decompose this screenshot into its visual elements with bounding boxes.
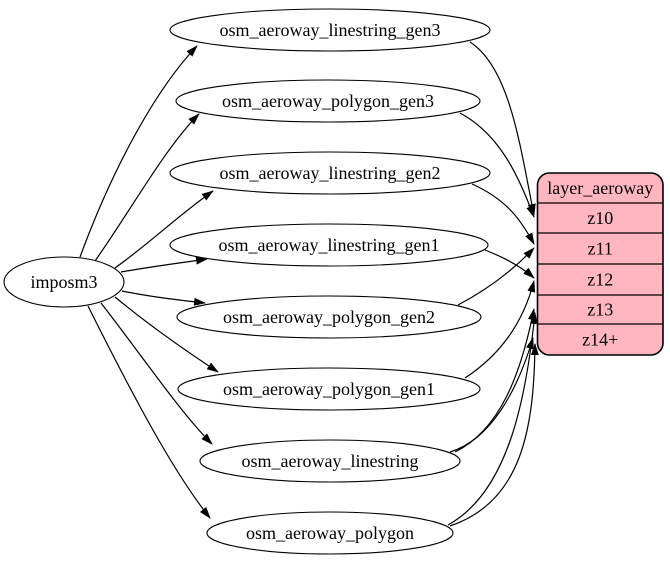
node-ellipse-osm_aeroway_linestring_gen1 <box>169 223 489 267</box>
node-label-osm_aeroway_polygon: osm_aeroway_polygon <box>246 523 414 543</box>
node-ellipse-osm_aeroway_polygon <box>206 511 454 555</box>
edge-osm_aeroway_polygon_gen2-to-layer_aeroway-z11 <box>457 247 535 306</box>
layer-row-z13: z13 <box>587 300 613 320</box>
source-node-imposm3: imposm3 <box>3 256 125 308</box>
edge-imposm3-to-osm_aeroway_linestring_gen2 <box>114 190 214 269</box>
edges-layer <box>79 41 539 527</box>
edge-imposm3-to-osm_aeroway_polygon <box>87 305 211 519</box>
table-node-osm_aeroway_polygon_gen1: osm_aeroway_polygon_gen1 <box>177 367 481 411</box>
edge-osm_aeroway_polygon_gen1-to-layer_aeroway-z12 <box>464 280 536 379</box>
node-ellipse-osm_aeroway_linestring_gen3 <box>169 8 491 52</box>
edge-imposm3-to-osm_aeroway_linestring <box>100 302 213 445</box>
nodes-layer: imposm3 osm_aeroway_linestring_gen3 osm_ae… <box>3 8 491 555</box>
node-ellipse-osm_aeroway_linestring <box>199 439 461 483</box>
node-label-osm_aeroway_polygon_gen1: osm_aeroway_polygon_gen1 <box>223 379 435 399</box>
table-node-osm_aeroway_linestring_gen2: osm_aeroway_linestring_gen2 <box>169 151 491 195</box>
node-ellipse-osm_aeroway_polygon_gen3 <box>175 79 481 123</box>
layer-row-z12: z12 <box>587 270 613 290</box>
node-ellipse-osm_aeroway_polygon_gen2 <box>176 295 482 339</box>
edge-imposm3-to-osm_aeroway_polygon_gen3 <box>94 113 200 262</box>
table-node-osm_aeroway_linestring: osm_aeroway_linestring <box>199 439 461 483</box>
edge-osm_aeroway_linestring_gen3-to-layer_aeroway-z10 <box>469 41 536 216</box>
node-label-imposm3: imposm3 <box>30 272 97 292</box>
layer-row-z14: z14+ <box>582 330 618 350</box>
node-label-osm_aeroway_polygon_gen3: osm_aeroway_polygon_gen3 <box>222 91 434 111</box>
node-label-osm_aeroway_linestring_gen1: osm_aeroway_linestring_gen1 <box>219 235 440 255</box>
table-node-osm_aeroway_polygon_gen2: osm_aeroway_polygon_gen2 <box>176 295 482 339</box>
node-label-osm_aeroway_linestring_gen2: osm_aeroway_linestring_gen2 <box>220 163 441 183</box>
edge-osm_aeroway_polygon-to-layer_aeroway-z14 <box>449 343 539 527</box>
node-label-osm_aeroway_linestring: osm_aeroway_linestring <box>242 451 419 471</box>
edge-imposm3-to-osm_aeroway_polygon_gen2 <box>121 290 206 306</box>
node-ellipse-osm_aeroway_linestring_gen2 <box>169 151 491 195</box>
table-node-osm_aeroway_linestring_gen3: osm_aeroway_linestring_gen3 <box>169 8 491 52</box>
node-label-osm_aeroway_polygon_gen2: osm_aeroway_polygon_gen2 <box>223 307 435 327</box>
edge-osm_aeroway_linestring_gen1-to-layer_aeroway-z12 <box>484 249 535 279</box>
edge-osm_aeroway_polygon_gen3-to-layer_aeroway-z10 <box>459 112 535 218</box>
edge-osm_aeroway_linestring-to-layer_aeroway-z14 <box>449 337 534 453</box>
table-node-osm_aeroway_polygon_gen3: osm_aeroway_polygon_gen3 <box>175 79 481 123</box>
node-label-osm_aeroway_linestring_gen3: osm_aeroway_linestring_gen3 <box>220 20 441 40</box>
layer-row-z11: z11 <box>588 239 613 259</box>
node-ellipse-imposm3 <box>3 256 125 308</box>
edge-osm_aeroway_polygon-to-layer_aeroway-z13 <box>447 312 538 526</box>
layer-node-title: layer_aeroway <box>547 178 653 198</box>
layer-record-node: layer_aeroway z10 z11 z12 z13 z14+ <box>536 172 664 356</box>
table-node-osm_aeroway_linestring_gen1: osm_aeroway_linestring_gen1 <box>169 223 489 267</box>
edge-imposm3-to-osm_aeroway_polygon_gen1 <box>114 296 219 373</box>
edge-imposm3-to-osm_aeroway_linestring_gen1 <box>120 256 208 273</box>
layer-row-z10: z10 <box>587 208 613 228</box>
table-node-osm_aeroway_polygon: osm_aeroway_polygon <box>206 511 454 555</box>
node-ellipse-osm_aeroway_polygon_gen1 <box>177 367 481 411</box>
edge-imposm3-to-osm_aeroway_linestring_gen3 <box>79 45 198 258</box>
edge-osm_aeroway_linestring_gen2-to-layer_aeroway-z11 <box>471 183 535 245</box>
